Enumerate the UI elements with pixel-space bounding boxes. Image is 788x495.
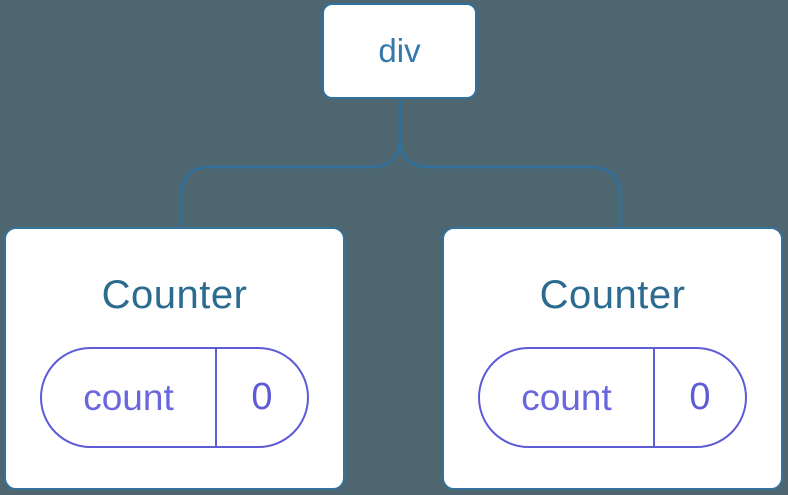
tree-node-counter-left: Counter count 0 (4, 227, 345, 490)
state-value: 0 (251, 376, 273, 418)
connector-right-branch (398, 99, 622, 228)
component-title: Counter (539, 273, 686, 317)
state-pill: count 0 (478, 347, 747, 448)
state-key: count (480, 349, 655, 446)
tree-node-counter-right: Counter count 0 (442, 227, 783, 490)
component-title: Counter (101, 273, 248, 317)
root-node-label: div (378, 32, 421, 69)
state-value: 0 (689, 376, 711, 418)
state-pill: count 0 (40, 347, 309, 448)
tree-node-div: div (322, 3, 477, 99)
connector-left-branch (179, 99, 402, 228)
state-key: count (42, 349, 217, 446)
